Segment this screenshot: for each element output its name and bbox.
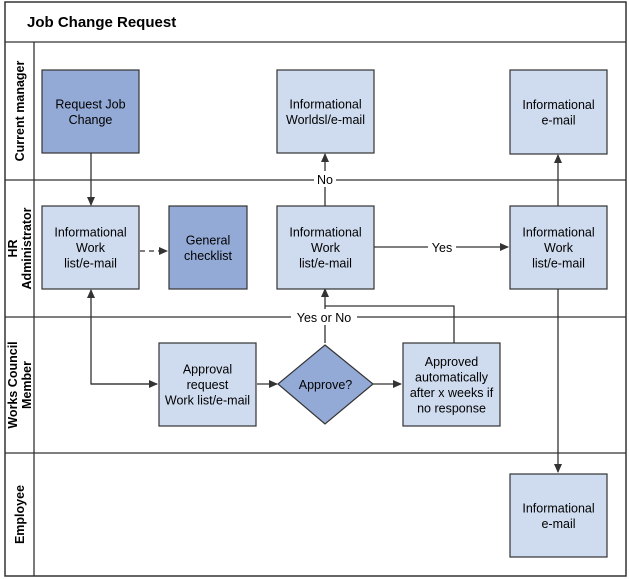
request-job-change-line-2: Change — [69, 113, 113, 127]
info-worklist-mgr-line-1: Informational — [289, 97, 361, 111]
general-checklist-line-2: checklist — [184, 249, 232, 263]
label-bg-yes-or-no — [291, 309, 357, 325]
approved-auto-line-3: after x weeks if — [410, 386, 494, 400]
label-bg-yes — [428, 240, 456, 256]
lane-label-hr-2: Administrator — [20, 207, 34, 289]
hr-info-worklist-2-line-1: Informational — [289, 226, 361, 240]
edge-approval-to-hr-info — [87, 289, 157, 385]
info-email-mgr-line-1: Informational — [522, 98, 594, 112]
label-bg-no — [314, 171, 336, 187]
general-checklist-line-1: General — [186, 233, 230, 247]
approved-auto-line-4: no response — [417, 401, 486, 415]
approval-request-line-1: Approval — [183, 363, 232, 377]
edge-label-yes: Yes — [432, 241, 452, 255]
approval-request-line-3: Work list/e-mail — [165, 394, 250, 408]
hr-info-worklist-3-line-3: list/e-mail — [532, 257, 585, 271]
svg-text:Approve?: Approve? — [299, 378, 353, 392]
lane-label-works-2: Member — [20, 361, 34, 409]
hr-info-worklist-2-line-2: Work — [311, 241, 341, 255]
hr-info-worklist-3-line-2: Work — [544, 241, 574, 255]
lane-label-works-1: Works Council — [6, 341, 20, 428]
edge-auto-to-hr-info — [325, 305, 455, 343]
node-employee-info-email[interactable]: Informational e-mail — [509, 473, 608, 558]
info-worklist-mgr-line-2: Worldsl/e-mail — [286, 113, 365, 127]
connectors — [87, 153, 562, 473]
employee-info-email-line-2: e-mail — [541, 517, 575, 531]
request-job-change-line-1: Request Job — [55, 97, 125, 111]
hr-info-worklist-3-line-1: Informational — [522, 226, 594, 240]
hr-info-worklist-2-line-3: list/e-mail — [299, 257, 352, 271]
hr-info-worklist-1-line-3: list/e-mail — [64, 257, 117, 271]
edge-label-yes-or-no: Yes or No — [297, 311, 351, 325]
approved-auto-line-2: automatically — [415, 370, 489, 384]
approved-auto-line-1: Approved — [425, 355, 479, 369]
approve-decision-line-1: Approve? — [299, 378, 353, 392]
edge-label-no: No — [317, 173, 333, 187]
lane-label-employee-1: Employee — [13, 485, 27, 544]
hr-info-worklist-1-line-1: Informational — [54, 226, 126, 240]
node-general-checklist[interactable]: General checklist — [168, 205, 248, 290]
info-email-mgr-line-2: e-mail — [541, 113, 575, 127]
node-approve-decision[interactable]: Approve? — [277, 344, 374, 425]
lane-label-manager-1: Current manager — [13, 61, 27, 162]
lane-label-hr-1: HR — [6, 239, 20, 257]
approval-request-line-2: request — [187, 378, 229, 392]
employee-info-email-line-1: Informational — [522, 501, 594, 515]
diagram-title: Job Change Request — [27, 14, 176, 31]
hr-info-worklist-1-line-2: Work — [76, 241, 106, 255]
diagram-frame — [4, 1, 627, 577]
